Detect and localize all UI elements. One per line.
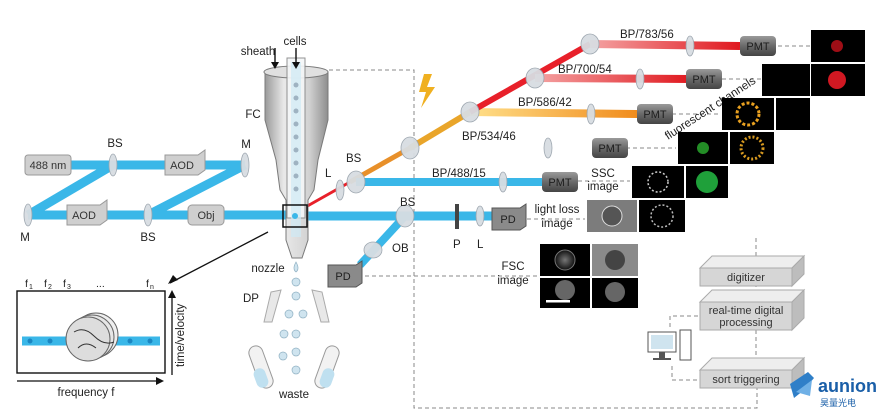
bs-top-label: BS [107, 138, 123, 150]
lightloss-image-label: image [541, 218, 572, 230]
f3-label: f [63, 278, 66, 290]
ssc-label: SSC [591, 168, 615, 180]
bp488-label: BP/488/15 [432, 168, 486, 180]
nozzle-label: nozzle [251, 263, 284, 275]
aod-top: AOD [164, 149, 206, 176]
p-label: P [453, 239, 461, 251]
logo-text: aunion [818, 376, 877, 396]
l-main-label: L [325, 168, 332, 180]
laser-label: 488 nm [30, 160, 67, 172]
collection-tubes [248, 345, 340, 389]
pmt-586: PMT [637, 104, 673, 124]
bp534-label: BP/534/46 [462, 131, 516, 143]
bs-ob-label: BS [400, 197, 416, 209]
digitizer-label: digitizer [727, 272, 765, 284]
image-panels [540, 30, 865, 308]
flow-cell [263, 57, 329, 259]
realtime-box: real-time digital processing [698, 288, 806, 332]
pmt-534: PMT [592, 138, 628, 158]
fsc-label: FSC [502, 261, 525, 273]
digitizer-box: digitizer [698, 254, 806, 288]
waste-label: waste [278, 389, 309, 401]
logo-subtext: 昊量光电 [820, 397, 856, 409]
fdots-label: ... [96, 278, 105, 290]
f1-sub: 1 [29, 284, 33, 291]
realtime-label-1: real-time digital [709, 305, 784, 317]
fsc-image-label: image [497, 275, 528, 287]
interrogation-region [282, 204, 308, 228]
computer-icon [647, 329, 692, 361]
pd-fsc: PD [327, 260, 363, 288]
frequency-inset: f 1 f 2 f 3 ... f n time/velocity freque… [16, 231, 269, 399]
sort-triggering-label: sort triggering [712, 374, 779, 386]
bp783-label: BP/783/56 [620, 29, 674, 41]
pd-fsc-label: PD [335, 271, 350, 283]
f3-sub: 3 [67, 284, 71, 291]
pmt-700: PMT [686, 69, 722, 89]
bs-bottom-label: BS [140, 232, 156, 244]
f2-sub: 2 [48, 284, 52, 291]
aod-bottom-label: AOD [72, 210, 96, 222]
sort-triggering-box: sort triggering [698, 356, 806, 390]
objective: Obj [187, 204, 225, 226]
lightloss-label: light loss [535, 204, 580, 216]
frequency-f-label: frequency f [58, 387, 116, 399]
pmt-488: PMT [542, 172, 578, 192]
deflection-plates [263, 289, 330, 323]
bs-main-label: BS [346, 153, 362, 165]
pd-main-label: PD [500, 214, 515, 226]
m-bottom-label: M [20, 232, 30, 244]
sheath-label: sheath [241, 46, 276, 58]
pmt-534-label: PMT [598, 143, 622, 155]
cells-label: cells [283, 36, 306, 48]
dp-label: DP [243, 293, 259, 305]
pd-main: PD [491, 203, 527, 231]
f1-label: f [25, 278, 28, 290]
bp586-label: BP/586/42 [518, 97, 572, 109]
aod-bottom: AOD [66, 199, 108, 226]
ssc-image-label: image [587, 181, 618, 193]
lightning-icon [419, 74, 435, 108]
time-velocity-label: time/velocity [175, 303, 187, 367]
aod-top-label: AOD [170, 160, 194, 172]
pmt-700-label: PMT [692, 74, 716, 86]
pinhole [455, 204, 459, 229]
fn-label: f [146, 278, 149, 290]
f2-label: f [44, 278, 47, 290]
pmt-586-label: PMT [643, 109, 667, 121]
droplets [278, 261, 308, 375]
fc-label: FC [245, 109, 260, 121]
l-pd-label: L [477, 239, 484, 251]
laser-488: 488 nm [24, 154, 72, 176]
realtime-label-2: processing [719, 317, 772, 329]
pmt-488-label: PMT [548, 177, 572, 189]
bp700-label: BP/700/54 [558, 64, 612, 76]
m-top-label: M [241, 139, 251, 151]
objective-label: Obj [197, 210, 214, 222]
fn-sub: n [150, 284, 154, 291]
ob-label: OB [392, 243, 409, 255]
optical-elements [23, 33, 695, 259]
aunion-logo: aunion 昊量光电 [790, 372, 877, 409]
pmt-783: PMT [740, 36, 776, 56]
pmt-783-label: PMT [746, 41, 770, 53]
